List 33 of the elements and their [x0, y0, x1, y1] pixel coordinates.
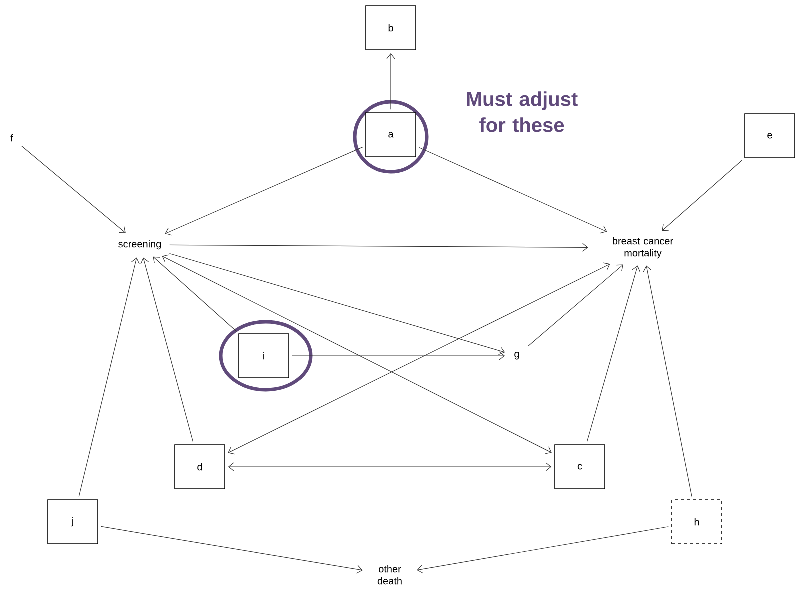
arrow	[417, 526, 669, 574]
arrow	[418, 147, 608, 234]
arrow	[228, 462, 552, 472]
variable-box: d	[174, 444, 226, 490]
arrow	[162, 254, 552, 454]
arrow	[140, 258, 194, 442]
arrow	[170, 243, 588, 252]
variable-label: breast cancer mortality	[613, 237, 674, 259]
variable-box: e	[744, 114, 796, 158]
arrow	[292, 352, 506, 360]
variable-box: b	[366, 6, 416, 50]
arrow	[528, 264, 624, 347]
arrow	[662, 160, 743, 232]
arrow	[586, 266, 641, 442]
variable-box: j	[48, 500, 98, 544]
note: Must adjust for these	[467, 92, 578, 132]
variable-box: h	[672, 500, 722, 544]
arrow	[643, 266, 692, 497]
arrow	[228, 262, 610, 455]
variable-box: a	[366, 112, 416, 158]
arrow	[165, 147, 364, 236]
variable-label: other death	[378, 565, 402, 585]
arrow	[22, 146, 126, 234]
arrow	[153, 256, 238, 332]
arrow	[101, 526, 363, 574]
arrow	[386, 53, 396, 110]
variable-label: g	[514, 352, 520, 360]
variable-label: f	[10, 134, 14, 142]
variable-box: i	[238, 334, 290, 378]
variable-label: screening	[118, 240, 162, 250]
arrow	[169, 253, 506, 356]
arrow	[78, 258, 140, 497]
variable-box: c	[554, 444, 606, 490]
